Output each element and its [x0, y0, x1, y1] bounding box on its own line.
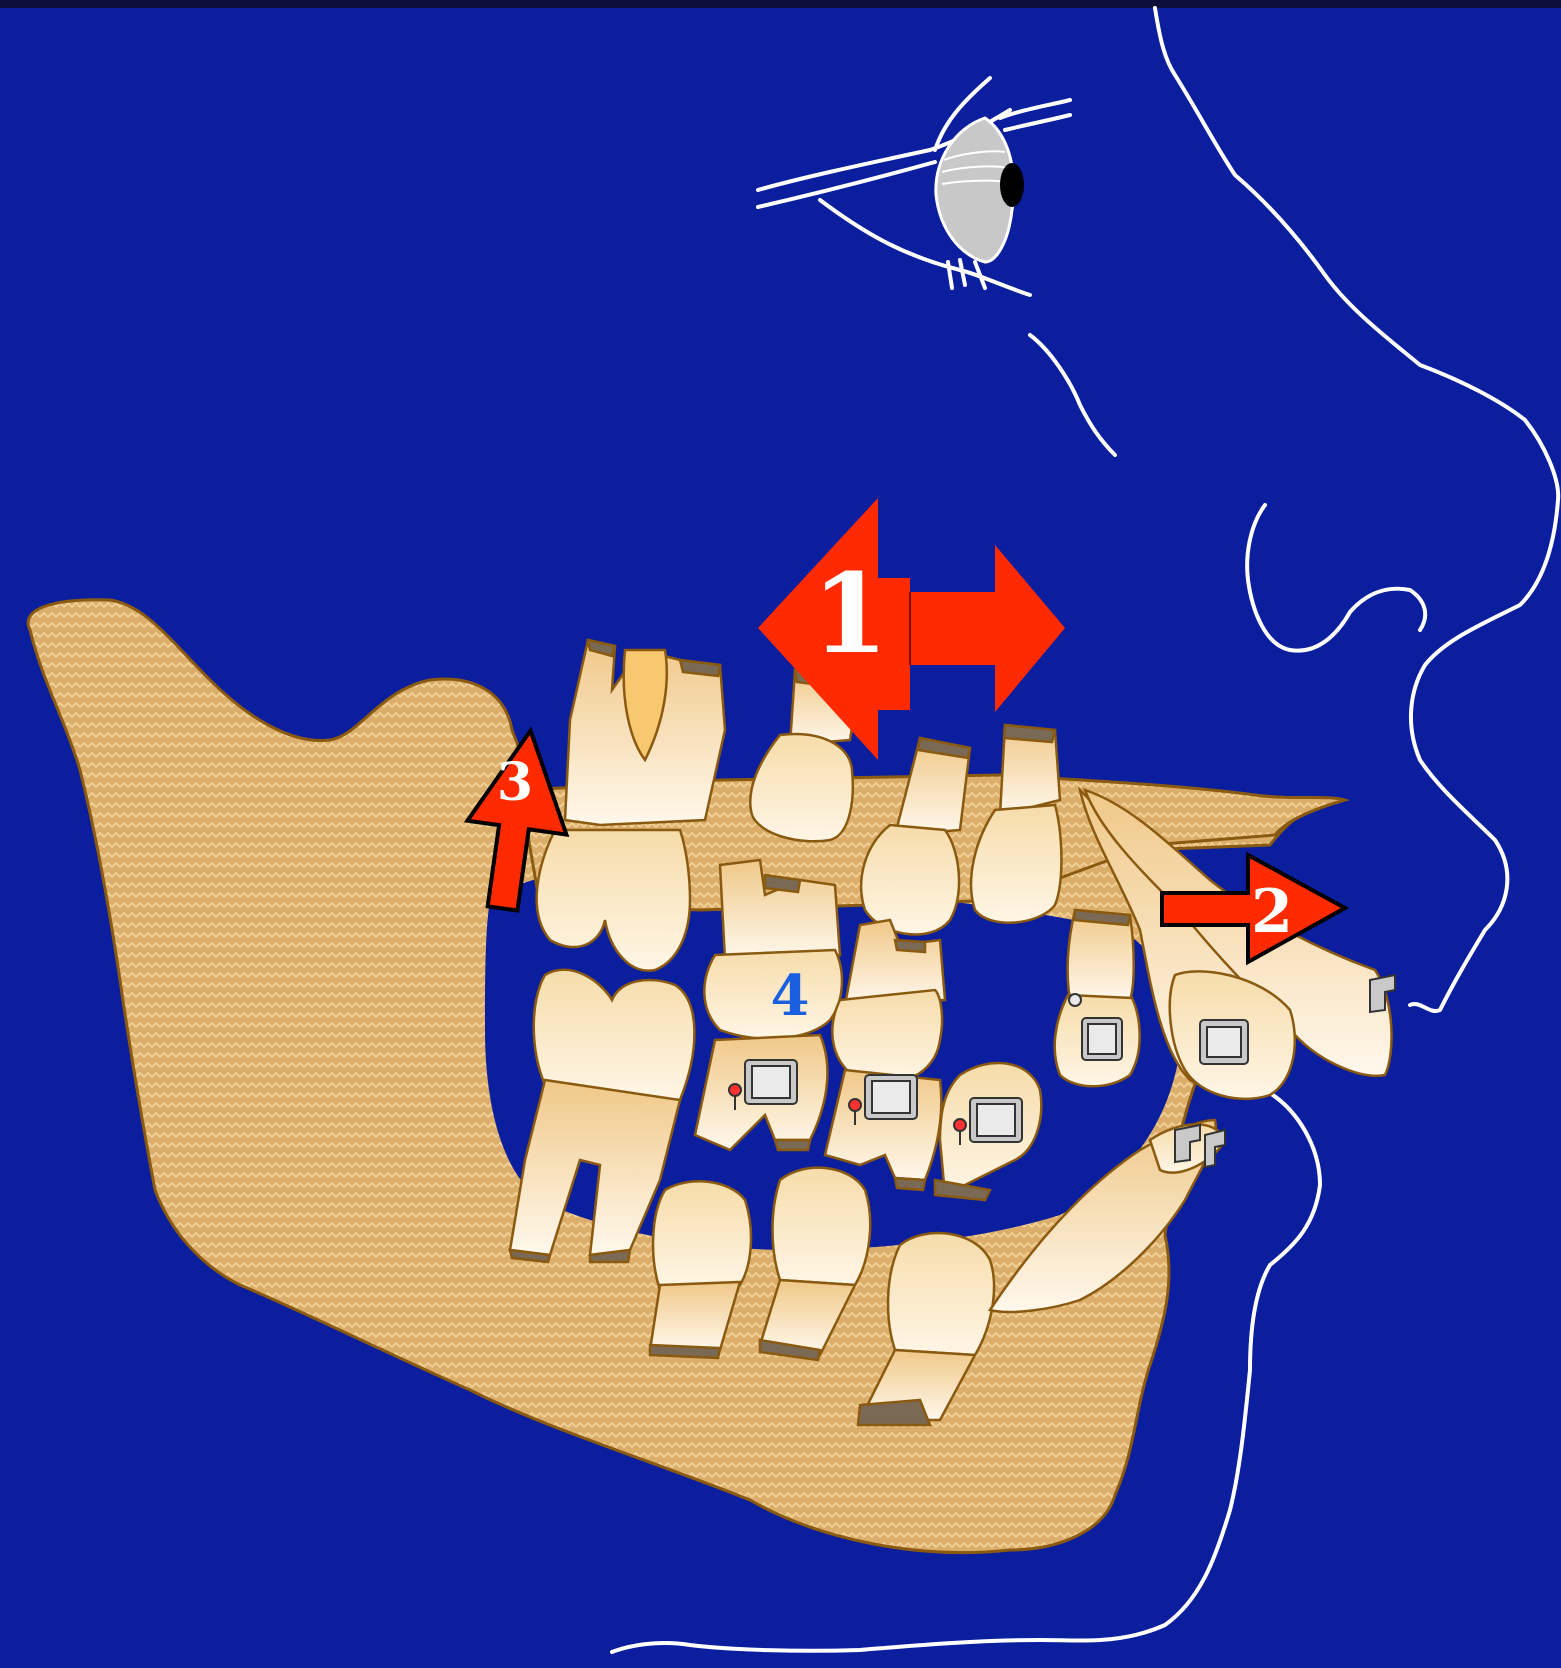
eye-icon [758, 78, 1070, 295]
arrow-2-label: 2 [1251, 877, 1293, 947]
arrow-1-label: 1 [812, 549, 889, 678]
top-border [0, 0, 1561, 8]
bracket-primary-incisor [1200, 1020, 1248, 1064]
bracket-incisor-upper [1370, 975, 1395, 1012]
arrow-3-label: 3 [497, 752, 533, 813]
pupil [1000, 163, 1024, 207]
marker-4-label: 4 [771, 963, 810, 1029]
